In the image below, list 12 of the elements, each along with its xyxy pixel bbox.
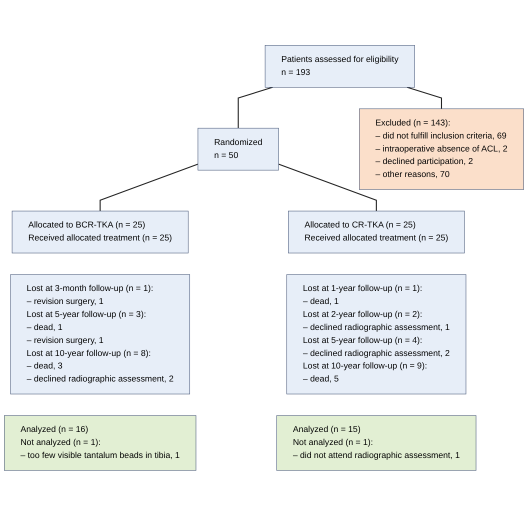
node-box: Allocated to BCR-TKA (n = 25) Received allocated treatment (n = 25): [12, 210, 188, 253]
node-box: Randomized n = 50: [198, 128, 279, 170]
connector: [406, 86, 442, 108]
node-box: Lost at 1-year follow-up (n = 1): – dead, 1 Lost at 2-year follow-up (n = 2): – declined radiographic assessment, 1 Lost at 5-year follow-up (n = 4): – declined radiographic assessment, 2 Lost at 10-year follow-up (n = 9): – dead, 5: [286, 274, 466, 394]
node-box: Patients assessed for eligibility n = 193: [264, 44, 415, 88]
connector: [278, 163, 377, 211]
node-box: Allocated to CR-TKA (n = 25) Received allocated treatment (n = 25): [288, 210, 465, 253]
node-box: Lost at 3-month follow-up (n = 1): – revision surgery, 1 Lost at 5-year follow-up (n = 3): – dead, 1 – revision surgery, 1 Lost at 10-year follow-up (n = 8): – dead, 3 – declined radiographic assessment, 2: [10, 274, 190, 394]
connector: [100, 163, 198, 211]
node-box: Analyzed (n = 15) Not analyzed (n = 1): – did not attend radiographic assessment, 1: [276, 414, 476, 470]
node-box: Excluded (n = 143): – did not fulfill inclusion criteria, 69 – intraoperative absence of ACL, 2 – declined participation, 2 – other reasons, 70: [359, 108, 524, 190]
node-box: Analyzed (n = 16) Not analyzed (n = 1): – too few visible tantalum beads in tibia, 1: [4, 414, 196, 470]
